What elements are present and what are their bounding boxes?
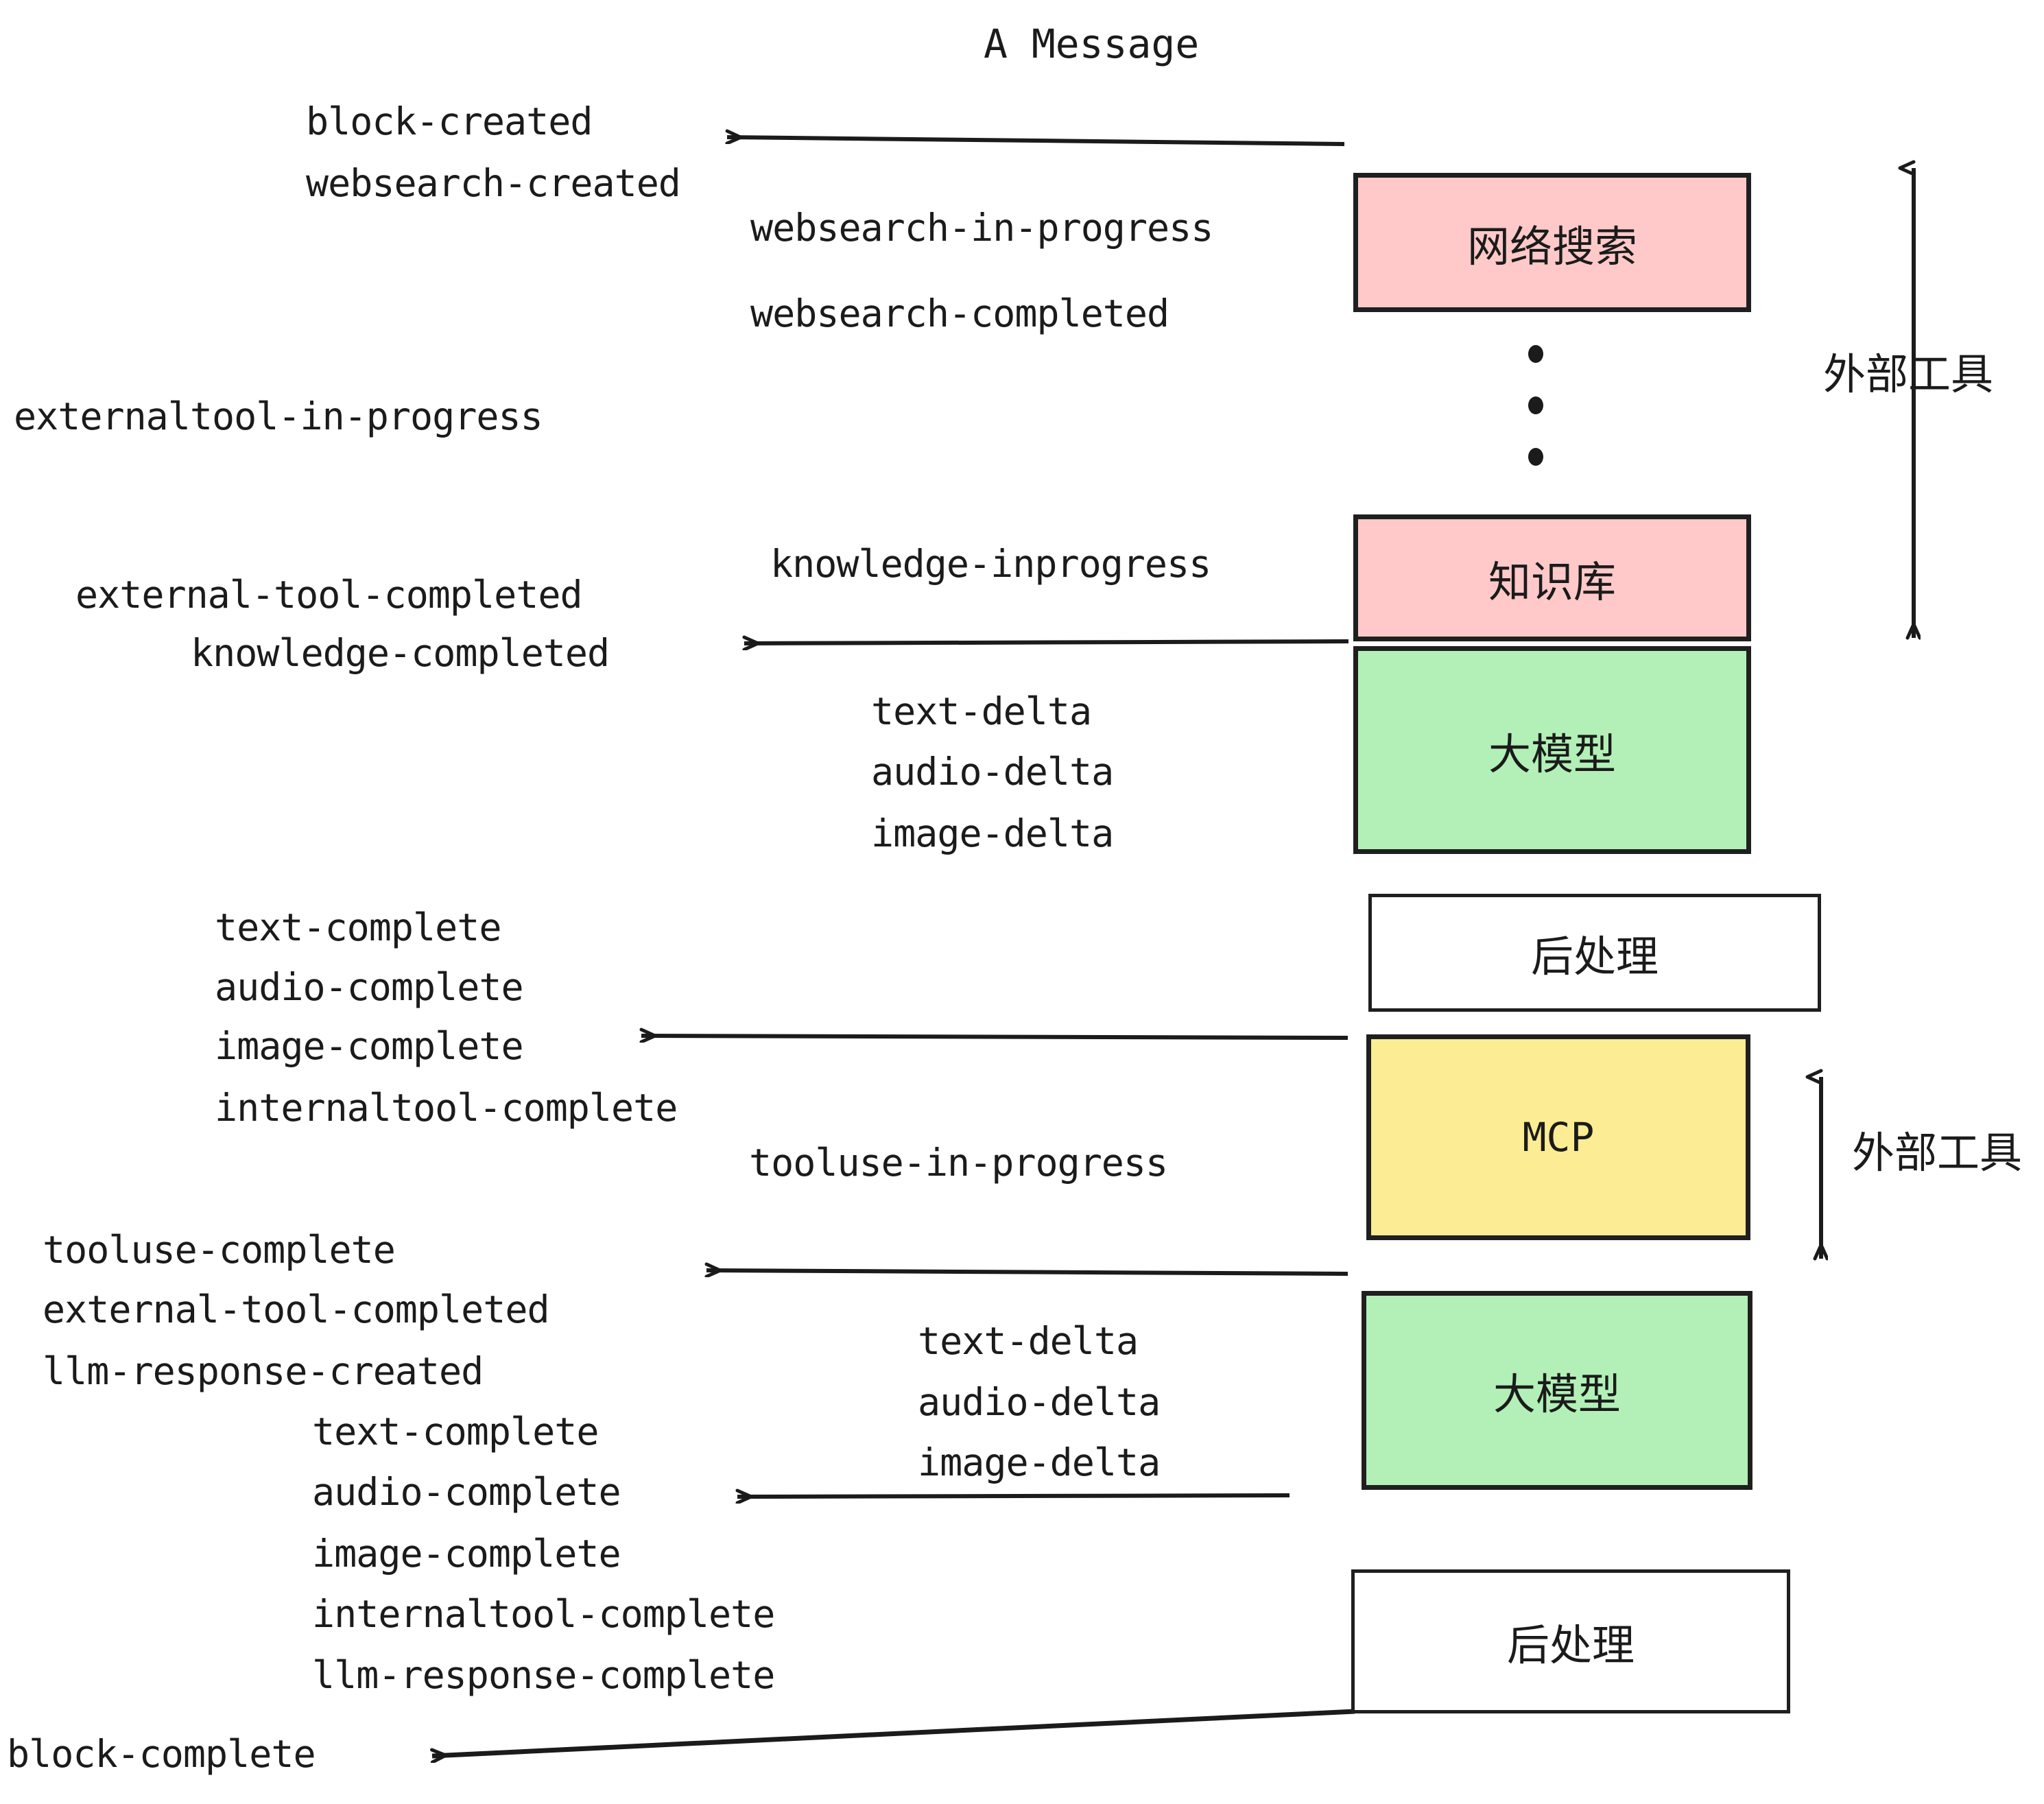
arrow-websearch-to-created — [727, 137, 1345, 146]
box-websearch[interactable]: 网络搜索 — [1353, 173, 1751, 312]
event-llm-response-created: llm-response-created — [43, 1349, 484, 1393]
box-mcp-label: MCP — [1522, 1114, 1595, 1161]
arrow-llm2-to-audio-complete — [737, 1495, 1290, 1497]
page-title: A Message — [984, 21, 1200, 67]
event-tooluse-complete: tooluse-complete — [43, 1228, 396, 1272]
event-image-delta-1: image-delta — [871, 811, 1114, 855]
event-text-complete-1: text-complete — [215, 905, 501, 949]
event-text-delta-1: text-delta — [871, 689, 1092, 733]
box-websearch-label: 网络搜索 — [1466, 221, 1637, 272]
event-internaltool-complete-1: internaltool-complete — [215, 1086, 678, 1130]
arrow-knowledge-to-completed — [744, 641, 1349, 643]
box-knowledge[interactable]: 知识库 — [1353, 514, 1751, 641]
box-postprocess-2-label: 后处理 — [1506, 1620, 1635, 1670]
event-websearch-completed: websearch-completed — [750, 292, 1169, 335]
arrow-mcp-to-tooluse-complete — [706, 1270, 1348, 1274]
event-knowledge-inprogress: knowledge-inprogress — [770, 542, 1211, 586]
ellipsis-dot-3 — [1528, 448, 1543, 466]
event-websearch-created: websearch-created — [306, 161, 681, 205]
box-mcp[interactable]: MCP — [1366, 1034, 1750, 1240]
box-postprocess-1-label: 后处理 — [1530, 931, 1659, 982]
box-llm-1[interactable]: 大模型 — [1353, 646, 1751, 854]
event-block-created: block-created — [306, 99, 593, 143]
external-tool-label-top: 外部工具 — [1823, 349, 1994, 399]
event-audio-complete-2: audio-complete — [312, 1470, 621, 1514]
event-image-complete-1: image-complete — [215, 1024, 524, 1068]
box-postprocess-1[interactable]: 后处理 — [1368, 894, 1821, 1012]
event-internaltool-complete-2: internaltool-complete — [312, 1592, 775, 1636]
box-llm-1-label: 大模型 — [1488, 728, 1616, 779]
event-websearch-in-progress: websearch-in-progress — [750, 206, 1213, 250]
event-audio-complete-1: audio-complete — [215, 965, 524, 1009]
box-llm-2[interactable]: 大模型 — [1362, 1291, 1752, 1490]
box-knowledge-label: 知识库 — [1488, 556, 1616, 607]
box-llm-2-label: 大模型 — [1493, 1369, 1621, 1419]
event-knowledge-completed: knowledge-completed — [191, 631, 610, 675]
event-text-complete-2: text-complete — [312, 1410, 599, 1453]
event-external-tool-completed-2: external-tool-completed — [43, 1287, 550, 1331]
arrow-postprocess1-to-image-complete — [641, 1036, 1348, 1038]
box-postprocess-2[interactable]: 后处理 — [1351, 1569, 1790, 1713]
ellipsis-dot-2 — [1528, 396, 1543, 414]
external-tool-label-bottom: 外部工具 — [1852, 1128, 2023, 1178]
event-external-tool-completed-1: external-tool-completed — [75, 573, 583, 617]
event-audio-delta-2: audio-delta — [918, 1380, 1161, 1424]
ellipsis-dot-1 — [1528, 345, 1543, 363]
arrow-postprocess2-to-block-complete — [432, 1709, 1355, 1756]
event-llm-response-complete: llm-response-complete — [312, 1653, 775, 1697]
event-image-delta-2: image-delta — [918, 1440, 1161, 1484]
event-block-complete: block-complete — [7, 1732, 316, 1776]
event-audio-delta-1: audio-delta — [871, 750, 1114, 794]
event-externaltool-in-progress: externaltool-in-progress — [14, 394, 543, 438]
event-text-delta-2: text-delta — [918, 1319, 1139, 1363]
event-image-complete-2: image-complete — [312, 1532, 621, 1576]
event-tooluse-in-progress: tooluse-in-progress — [749, 1141, 1168, 1185]
